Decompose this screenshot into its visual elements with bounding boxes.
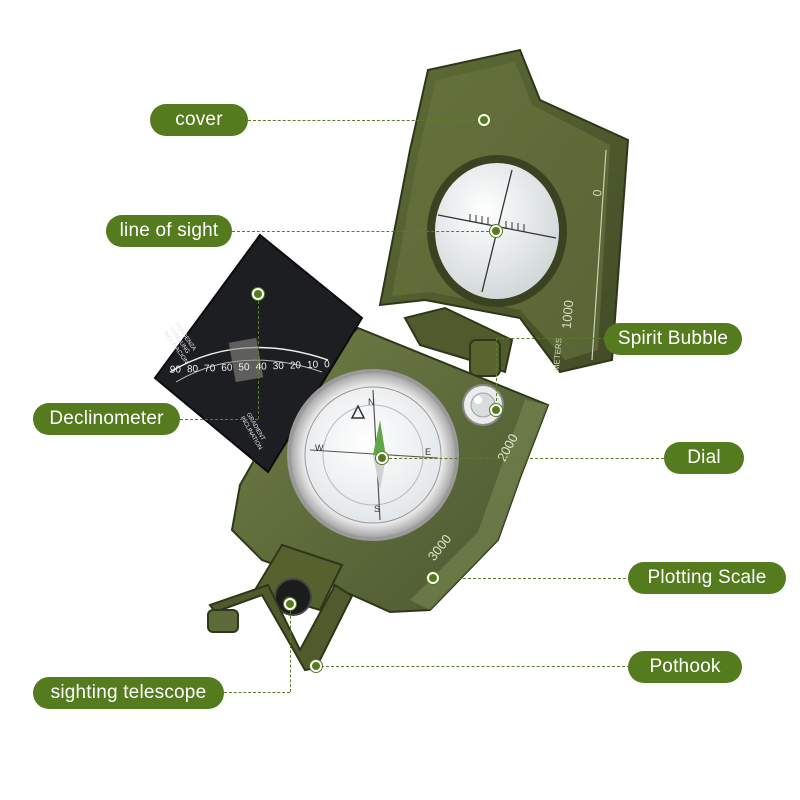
leader-declinometer xyxy=(180,419,258,420)
dial xyxy=(287,369,459,541)
clino-50: 50 xyxy=(238,362,250,374)
leader-sighting-telescope xyxy=(224,692,290,693)
dot-spirit-bubble xyxy=(490,404,502,416)
hinge xyxy=(403,306,514,377)
dot-dial xyxy=(376,452,388,464)
label-sighting-telescope: sighting telescope xyxy=(33,677,224,709)
dot-plotting-scale xyxy=(427,572,439,584)
leader-sighting-telescope-vertical xyxy=(290,606,291,692)
leader-spirit-bubble-vertical xyxy=(496,338,497,406)
dot-line-of-sight xyxy=(490,225,502,237)
label-declinometer: Declinometer xyxy=(33,403,180,435)
clino-30: 30 xyxy=(272,360,285,373)
dot-sighting-telescope xyxy=(284,598,296,610)
clino-0: 0 xyxy=(324,359,330,371)
label-spirit-bubble: Spirit Bubble xyxy=(604,323,742,355)
label-line-of-sight: line of sight xyxy=(106,215,232,247)
dot-cover xyxy=(478,114,490,126)
lid-ruler-mark-1000: 1000 xyxy=(558,299,577,330)
label-dial: Dial xyxy=(664,442,744,474)
leader-declinometer-vertical xyxy=(258,296,259,419)
leader-pothook xyxy=(316,666,630,667)
label-pothook: Pothook xyxy=(628,651,742,683)
dial-letter-s: S xyxy=(374,504,381,514)
lid-ruler-mark-0: 0 xyxy=(590,189,605,197)
dial-letter-e: E xyxy=(425,447,432,457)
dot-pothook xyxy=(310,660,322,672)
label-cover: cover xyxy=(150,104,248,136)
sight-hairline-ticks xyxy=(469,214,525,232)
clino-60: 60 xyxy=(221,362,233,374)
leader-plotting-scale xyxy=(433,578,631,579)
lid-ruler xyxy=(591,149,607,361)
clino-10: 10 xyxy=(306,359,319,372)
clino-90: 90 xyxy=(169,364,182,376)
leader-cover xyxy=(248,120,484,121)
dot-declinometer xyxy=(252,288,264,300)
dial-letter-w: W xyxy=(315,443,324,453)
dial-letter-n: N xyxy=(368,397,375,407)
leader-spirit-bubble xyxy=(496,338,606,339)
pothook-frame xyxy=(207,583,354,672)
label-plotting-scale: Plotting Scale xyxy=(628,562,786,594)
clino-20: 20 xyxy=(289,360,302,372)
leader-line-of-sight xyxy=(232,231,494,232)
leader-dial xyxy=(384,458,664,459)
clino-70: 70 xyxy=(203,363,216,375)
clino-80: 80 xyxy=(186,363,199,376)
